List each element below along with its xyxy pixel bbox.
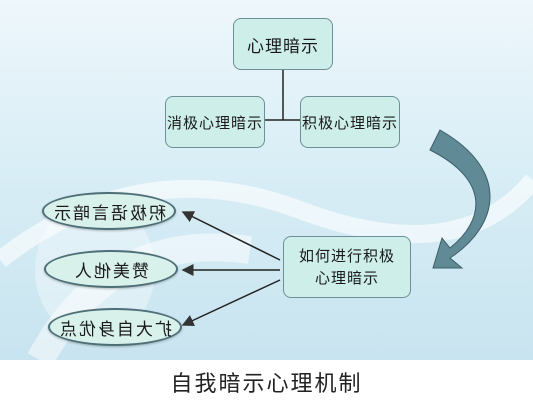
node-how-label: 如何进行积极心理暗示	[298, 247, 395, 287]
node-negative: 消极心理暗示	[165, 96, 265, 148]
page-title: 自我暗示心理机制	[170, 372, 363, 397]
connectors	[181, 70, 491, 327]
method-oval-1: 积极语言暗示	[42, 192, 176, 230]
watermark: 图片来源 nipic.com/zxx999dq	[360, 379, 504, 390]
node-root: 心理暗示	[233, 18, 333, 70]
arrow-to-method-3	[181, 279, 281, 327]
method-label-3: 扩大自身优点	[58, 319, 172, 340]
node-negative-label: 消极心理暗示	[166, 113, 263, 132]
method-label-2: 赞美他人	[73, 261, 149, 282]
caption-bar	[0, 360, 533, 400]
method-label-1: 积极语言暗示	[52, 203, 166, 224]
method-oval-2: 赞美他人	[44, 250, 178, 288]
method-oval-3: 扩大自身优点	[48, 308, 182, 346]
node-positive: 积极心理暗示	[300, 96, 400, 148]
node-positive-label: 积极心理暗示	[301, 113, 398, 132]
arrow-to-method-1	[181, 211, 281, 261]
node-how: 如何进行积极心理暗示	[283, 236, 411, 298]
node-root-label: 心理暗示	[247, 36, 319, 57]
curved-flow-arrow	[429, 129, 491, 269]
diagram-canvas: 心理暗示 消极心理暗示 积极心理暗示 如何进行积极心理暗示 积极语言暗示 赞美他…	[0, 0, 533, 360]
